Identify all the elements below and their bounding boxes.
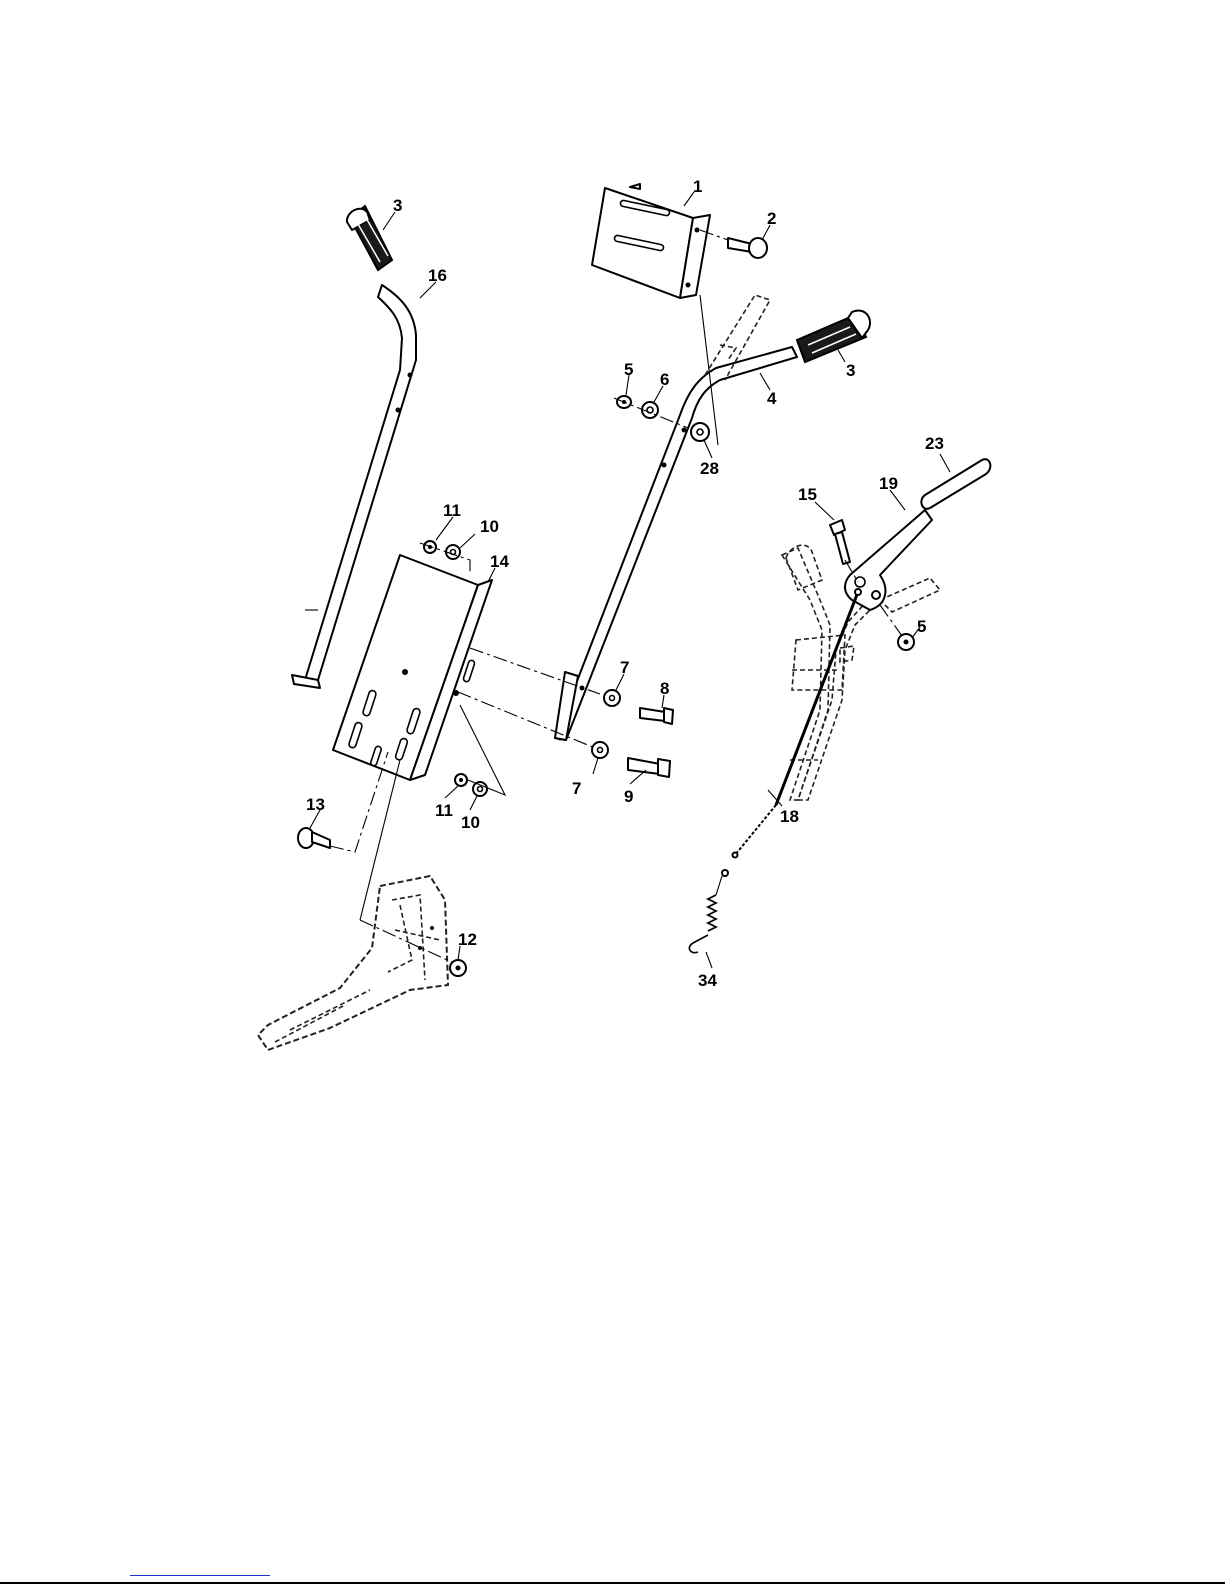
callout-15: 15 [798,485,817,504]
callout-3-right-grip: 3 [846,361,855,380]
footer-rule [0,1582,1225,1584]
callout-13: 13 [306,795,325,814]
callout-16: 16 [428,266,447,285]
spring-part-34 [689,870,728,953]
nut-part-5-lower [880,605,914,650]
callout-8: 8 [660,679,669,698]
callout-23: 23 [925,434,944,453]
carriage-bolt-part-2 [700,230,767,258]
callout-11-lower: 11 [435,801,453,820]
nut-part-11-lower [455,774,467,786]
callout-6: 6 [660,370,669,389]
callout-3-left-grip: 3 [393,196,402,215]
callout-10-lower: 10 [461,813,480,832]
callout-5-lower: 5 [917,617,926,636]
cover-plate-part-1 [592,184,710,298]
callout-4: 4 [767,389,777,408]
callout-9: 9 [624,787,633,806]
callout-12: 12 [458,930,477,949]
callout-34: 34 [698,971,717,990]
callout-7-upper: 7 [620,658,629,677]
bolt-part-8 [640,708,673,724]
frame-bracket-reference [258,876,448,1050]
washer-part-28 [691,423,709,441]
nut-part-11-upper [424,541,436,553]
callout-11-upper: 11 [443,501,461,520]
right-handle-part-4 [555,295,797,741]
nut-part-12 [450,960,466,976]
callout-5-upper: 5 [624,360,633,379]
right-grip-part-3 [797,311,870,362]
lever-grip-part-23 [921,459,990,509]
callout-1: 1 [693,177,702,196]
callout-19: 19 [879,474,898,493]
callout-7-lower: 7 [572,779,581,798]
washer-part-7-upper [604,690,620,706]
washer-part-7-lower [592,742,608,758]
callout-28: 28 [700,459,719,478]
callout-2: 2 [767,209,776,228]
callout-10-upper: 10 [480,517,499,536]
control-panel-part-14 [333,555,492,780]
callout-18: 18 [780,807,799,826]
callout-14: 14 [490,552,509,571]
footer-link-underline[interactable] [130,1575,270,1576]
bolt-part-9 [628,758,670,777]
washer-part-10-lower [473,782,487,796]
left-grip-part-3 [347,206,392,270]
